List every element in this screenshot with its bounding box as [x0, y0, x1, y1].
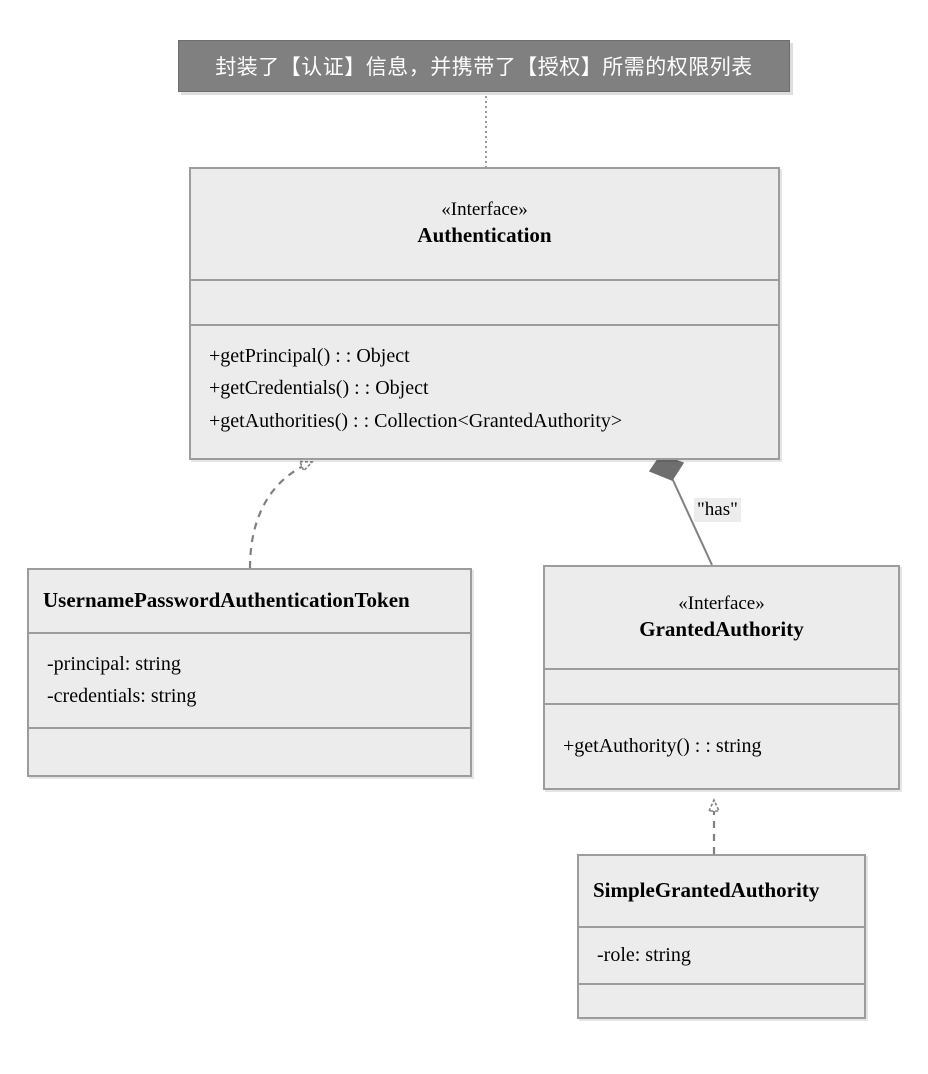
class-box-authentication[interactable]: «Interface» Authentication +getPrincipal…: [189, 167, 780, 460]
class-methods-simple-granted-authority: [579, 983, 864, 1017]
class-attribute: -credentials: string: [47, 685, 197, 708]
class-method: +getAuthorities() : : Collection<Granted…: [209, 409, 623, 432]
realization-token-to-authentication: [248, 462, 312, 569]
class-methods-username-password-authentication-token: [29, 727, 470, 775]
class-attributes-granted-authority: [545, 668, 898, 703]
class-attribute: -role: string: [597, 944, 691, 967]
class-header-simple-granted-authority: SimpleGrantedAuthority: [579, 856, 864, 926]
class-attribute: -principal: string: [47, 653, 181, 675]
class-box-granted-authority[interactable]: «Interface» GrantedAuthority +getAuthori…: [543, 565, 900, 790]
class-header-authentication: «Interface» Authentication: [191, 169, 778, 279]
class-method: +getPrincipal() : : Object: [209, 345, 410, 367]
class-box-simple-granted-authority[interactable]: SimpleGrantedAuthority -role: string: [577, 854, 866, 1019]
class-title: SimpleGrantedAuthority: [593, 878, 820, 903]
class-methods-authentication: +getPrincipal() : : Object +getCredentia…: [191, 324, 778, 458]
composition-authentication-to-granted-authority: [671, 477, 713, 566]
composition-diamond: [648, 454, 685, 481]
class-method: +getCredentials() : : Object: [209, 377, 429, 400]
class-stereotype: «Interface»: [678, 592, 765, 614]
class-header-username-password-authentication-token: UsernamePasswordAuthenticationToken: [29, 570, 470, 632]
note-text: 封装了【认证】信息，并携带了【授权】所需的权限列表: [215, 55, 753, 79]
edge-label-has: "has": [694, 498, 741, 522]
class-title: GrantedAuthority: [639, 616, 804, 641]
class-title: UsernamePasswordAuthenticationToken: [43, 588, 410, 613]
class-attributes-username-password-authentication-token: -principal: string -credentials: string: [29, 632, 470, 727]
class-attributes-simple-granted-authority: -role: string: [579, 926, 864, 983]
class-method: +getAuthority() : : string: [563, 735, 762, 758]
class-box-username-password-authentication-token[interactable]: UsernamePasswordAuthenticationToken -pri…: [27, 568, 472, 777]
note-box: 封装了【认证】信息，并携带了【授权】所需的权限列表: [178, 40, 790, 92]
class-header-granted-authority: «Interface» GrantedAuthority: [545, 567, 898, 668]
class-attributes-authentication: [191, 279, 778, 324]
class-title: Authentication: [417, 223, 552, 248]
class-methods-granted-authority: +getAuthority() : : string: [545, 703, 898, 788]
class-stereotype: «Interface»: [441, 199, 528, 221]
